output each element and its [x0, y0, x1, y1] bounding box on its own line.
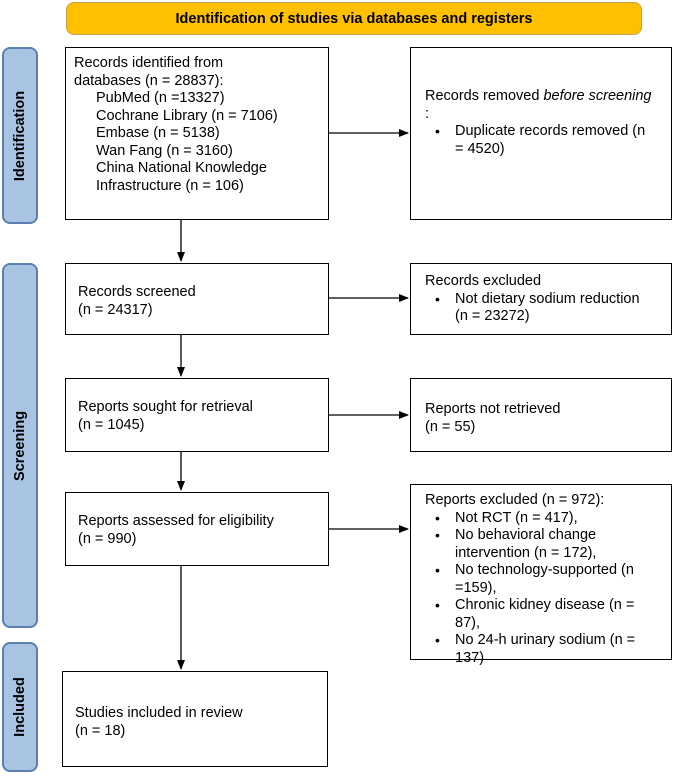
records-removed-box: Records removed before screening : Dupli… [410, 47, 672, 220]
header-title: Identification of studies via databases … [175, 10, 533, 27]
removed-heading: Records removed before screening [425, 88, 661, 106]
reports-excluded-item-urinary: No 24-h urinary sodium (n = 137) [425, 632, 655, 667]
source-cochrane: Cochrane Library (n = 7106) [96, 107, 278, 124]
source-cnki-line1: China National Knowledge [96, 160, 267, 176]
excluded-item: Not dietary sodium reduction (n = 23272) [425, 291, 655, 326]
reports-excluded-box: Reports excluded (n = 972): Not RCT (n =… [410, 484, 672, 666]
reports-assessed-box: Reports assessed for eligibility (n = 99… [65, 492, 329, 566]
not-retrieved-count: (n = 55) [425, 418, 476, 435]
reports-excluded-item-technology: No technology-supported (n =159), [425, 562, 655, 597]
reports-excluded-item-ckd: Chronic kidney disease (n = 87), [425, 597, 655, 632]
reports-excluded-item-rct: Not RCT (n = 417), [425, 510, 655, 528]
source-cnki-line2: Infrastructure (n = 106) [96, 177, 244, 194]
studies-included-box: Studies included in review (n = 18) [62, 671, 328, 767]
reports-excluded-item-behavioral: No behavioral change intervention (n = 1… [425, 527, 655, 562]
reports-not-retrieved-box: Reports not retrieved (n = 55) [410, 378, 672, 452]
sought-label: Reports sought for retrieval [78, 399, 253, 415]
source-embase: Embase (n = 5138) [96, 125, 220, 141]
reports-excluded-title: Reports excluded (n = 972): [425, 492, 605, 508]
header-banner: Identification of studies via databases … [66, 2, 642, 35]
records-identified-box: Records identified from databases (n = 2… [65, 47, 329, 220]
identified-line1: Records identified from [74, 55, 224, 71]
phase-included: Included [2, 642, 38, 772]
phase-identification: Identification [2, 47, 38, 224]
included-count: (n = 18) [75, 722, 126, 739]
screened-count: (n = 24317) [78, 301, 153, 318]
source-wanfang: Wan Fang (n = 3160) [96, 142, 233, 159]
not-retrieved-label: Reports not retrieved [425, 401, 561, 417]
removed-prefix: Records removed [425, 88, 544, 104]
source-pubmed: PubMed (n =13327) [96, 90, 225, 106]
identified-line2: databases (n = 28837): [74, 72, 224, 89]
removed-colon: : [425, 105, 430, 122]
excluded-title: Records excluded [425, 273, 542, 289]
removed-item: Duplicate records removed (n = 4520) [425, 123, 655, 158]
assessed-label: Reports assessed for eligibility [78, 513, 274, 529]
removed-emphasis: before screening [543, 88, 652, 104]
phase-screening: Screening [2, 263, 38, 628]
reports-sought-box: Reports sought for retrieval (n = 1045) [65, 378, 329, 452]
records-excluded-box: Records excluded Not dietary sodium redu… [410, 263, 672, 335]
records-screened-box: Records screened (n = 24317) [65, 263, 329, 335]
included-label: Studies included in review [75, 705, 243, 721]
assessed-count: (n = 990) [78, 530, 137, 547]
sought-count: (n = 1045) [78, 416, 145, 433]
screened-label: Records screened [78, 284, 196, 300]
